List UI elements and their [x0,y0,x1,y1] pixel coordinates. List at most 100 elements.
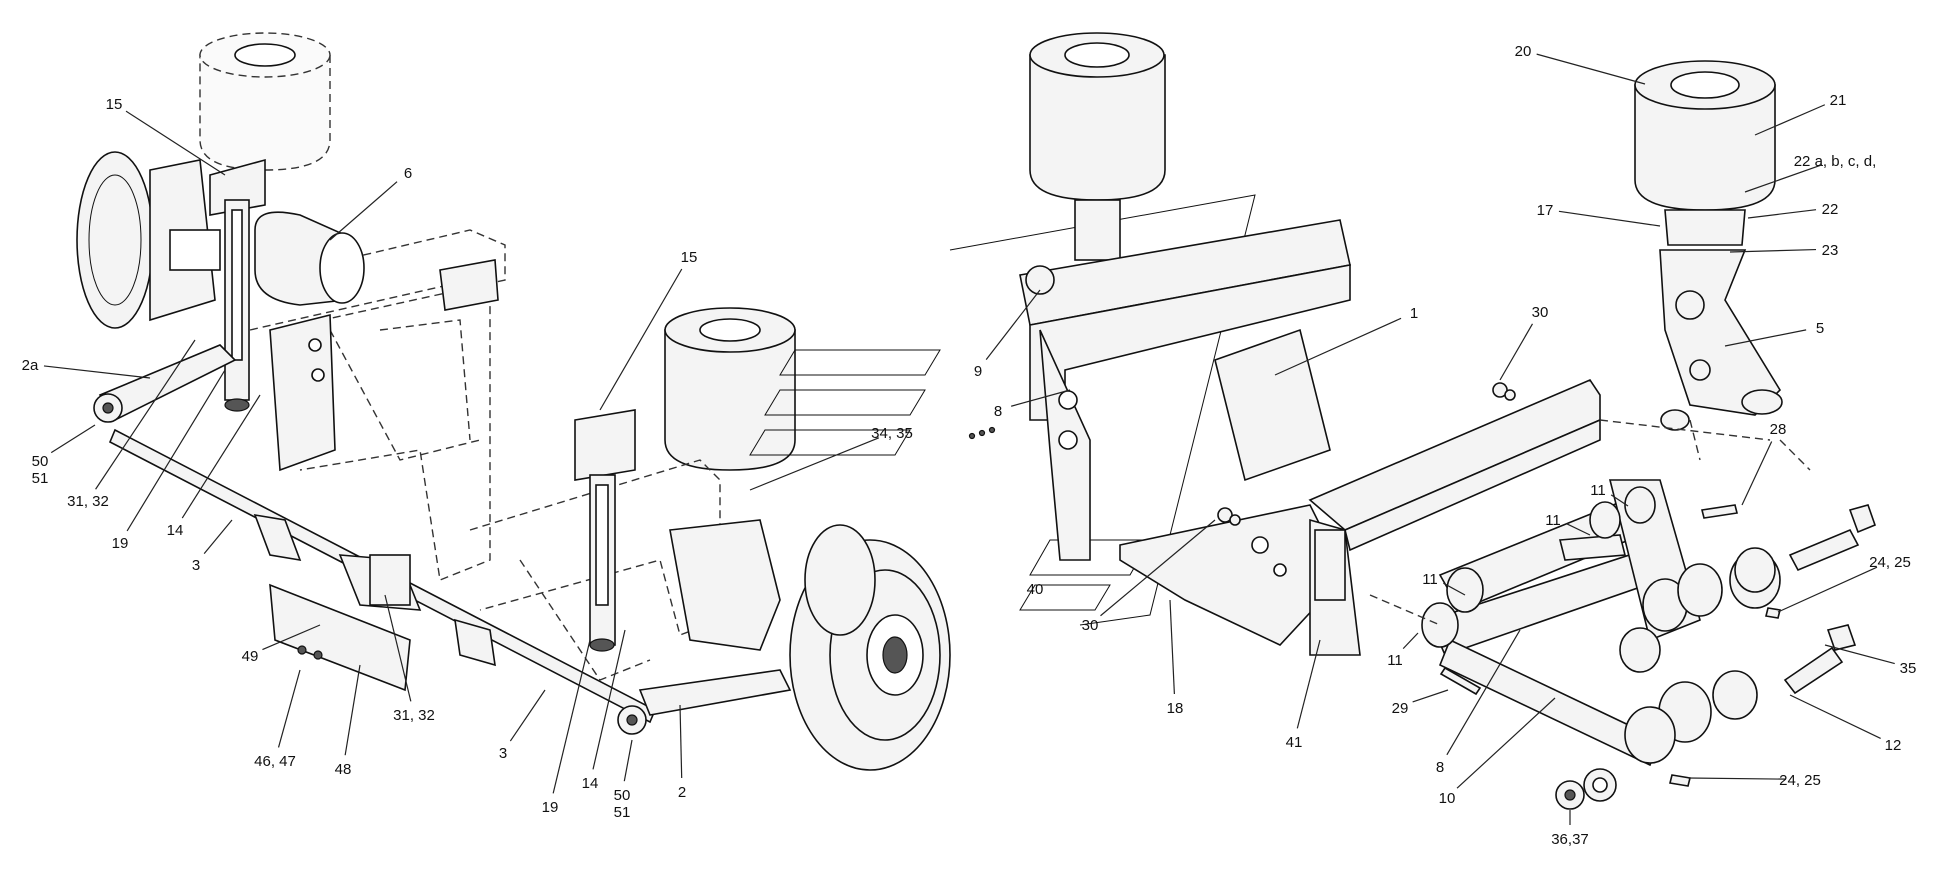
leader-line-c-30b [1100,519,1216,617]
callout-label-c-28: 28 [1770,421,1787,438]
exploded-bushings [1421,486,1781,764]
callout-label-c-36-37: 36,37 [1551,831,1589,848]
callout-label-c-15b: 15 [681,249,698,266]
callout-label-c-6: 6 [404,165,412,182]
callout-label-c-30b: 30 [1082,617,1099,634]
leader-line-c-23 [1729,248,1817,253]
callout-label-c-14a: 14 [167,522,184,539]
leader-line-c-14a [181,394,261,519]
exploded-bolts [1439,504,1877,810]
leader-line-c-50-51b [623,739,633,782]
callout-label-c-10: 10 [1439,790,1456,807]
callout-label-c-24-25b: 24, 25 [1779,772,1821,789]
callout-label-c-46-47: 46, 47 [254,753,296,770]
leader-line-c-11b [1443,582,1466,596]
leader-line-c-20 [1536,53,1646,85]
leader-line-c-41 [1296,639,1321,729]
callout-label-c-2: 2 [678,784,686,801]
callout-label-c-11d: 11 [1590,482,1606,499]
leader-line-c-49 [262,624,321,651]
right-air-spring-installed [1029,32,1166,261]
callout-leaders [43,53,1895,825]
callout-label-c-23: 23 [1822,242,1839,259]
washers-nuts-30 [968,382,1516,526]
callout-label-c-21: 21 [1830,92,1847,109]
center-air-spring [664,307,796,471]
callout-label-c-48: 48 [335,761,352,778]
callout-label-c-2a: 2a [22,357,39,374]
leader-line-c-28 [1741,441,1773,506]
leader-line-c-29 [1412,689,1449,703]
callout-label-c-14b: 14 [582,775,599,792]
leader-line-c-8b [1446,629,1521,756]
leader-line-c-24-25b [1687,777,1787,780]
leader-line-c-48 [344,664,361,756]
callout-label-c-9: 9 [974,363,982,380]
callout-label-c-22: 22 [1822,201,1839,218]
callout-label-c-11a: 11 [1387,652,1403,669]
callout-label-c-8b: 8 [1436,759,1444,776]
leader-line-c-21 [1754,104,1826,136]
leader-line-c-12 [1789,694,1881,739]
leader-line-c-3a [203,519,233,555]
leader-line-c-19b [552,639,591,794]
callout-label-c-19b: 19 [542,799,559,816]
callout-label-c-3b: 3 [499,745,507,762]
callout-label-c-31-32a: 31, 32 [67,493,109,510]
leader-line-c-18 [1169,599,1175,695]
leader-line-c-14b [592,629,626,770]
leader-line-c-15b [599,268,683,411]
left-radius-arm [93,344,237,423]
leader-line-c-30a [1499,323,1534,381]
callout-label-c-24-25a: 24, 25 [1869,554,1911,571]
right-mount-plate [1119,504,1346,646]
leader-line-c-31-32a [95,339,196,490]
callout-label-c-11b: 11 [1422,571,1438,588]
left-brake-drum [76,151,221,329]
leader-line-c-10 [1456,697,1556,789]
callout-label-c-18: 18 [1167,700,1184,717]
center-hub [789,524,951,771]
left-shock-absorber [209,158,266,412]
callout-label-c-8a: 8 [994,403,1002,420]
callout-label-c-22abcd: 22 a, b, c, d, [1794,153,1877,170]
callout-label-c-40: 40 [1027,581,1044,598]
callout-label-c-17: 17 [1537,202,1554,219]
right-crossmember [1308,379,1601,656]
leader-line-c-1 [1274,317,1402,376]
callout-label-c-3a: 3 [192,557,200,574]
callout-label-c-29: 29 [1392,700,1409,717]
leader-line-c-35 [1824,644,1895,665]
tie-rod [108,428,657,724]
leader-line-c-8a [1011,389,1071,407]
leader-line-c-34-35 [749,437,880,491]
callout-label-c-49: 49 [242,648,259,665]
callout-label-c-34-35: 34, 35 [871,425,913,442]
left-air-spring-phantom [199,32,331,171]
callout-label-c-1: 1 [1410,305,1418,322]
leader-line-c-2a [43,365,151,379]
leader-line-c-11a [1402,632,1419,650]
callout-label-c-19a: 19 [112,535,129,552]
leader-line-c-15a [125,110,226,176]
center-knuckle [617,519,792,735]
leader-line-c-17 [1558,210,1661,227]
leader-line-c-11c [1566,523,1591,536]
callout-label-c-31-32b: 31, 32 [393,707,435,724]
right-axle-beam [1019,219,1351,561]
left-bracket [269,259,499,472]
callout-label-c-20: 20 [1515,43,1532,60]
leader-line-c-46-47 [277,669,301,748]
leader-line-c-50-51a [50,424,96,454]
leader-line-c-3b [509,689,546,742]
callout-label-c-35: 35 [1900,660,1917,677]
leader-line-c-5 [1724,329,1807,347]
exploded-air-spring [1634,60,1776,246]
leader-line-c-24-25a [1777,566,1878,613]
leader-line-c-22 [1747,209,1817,219]
exploded-centerlines [1369,419,1811,626]
